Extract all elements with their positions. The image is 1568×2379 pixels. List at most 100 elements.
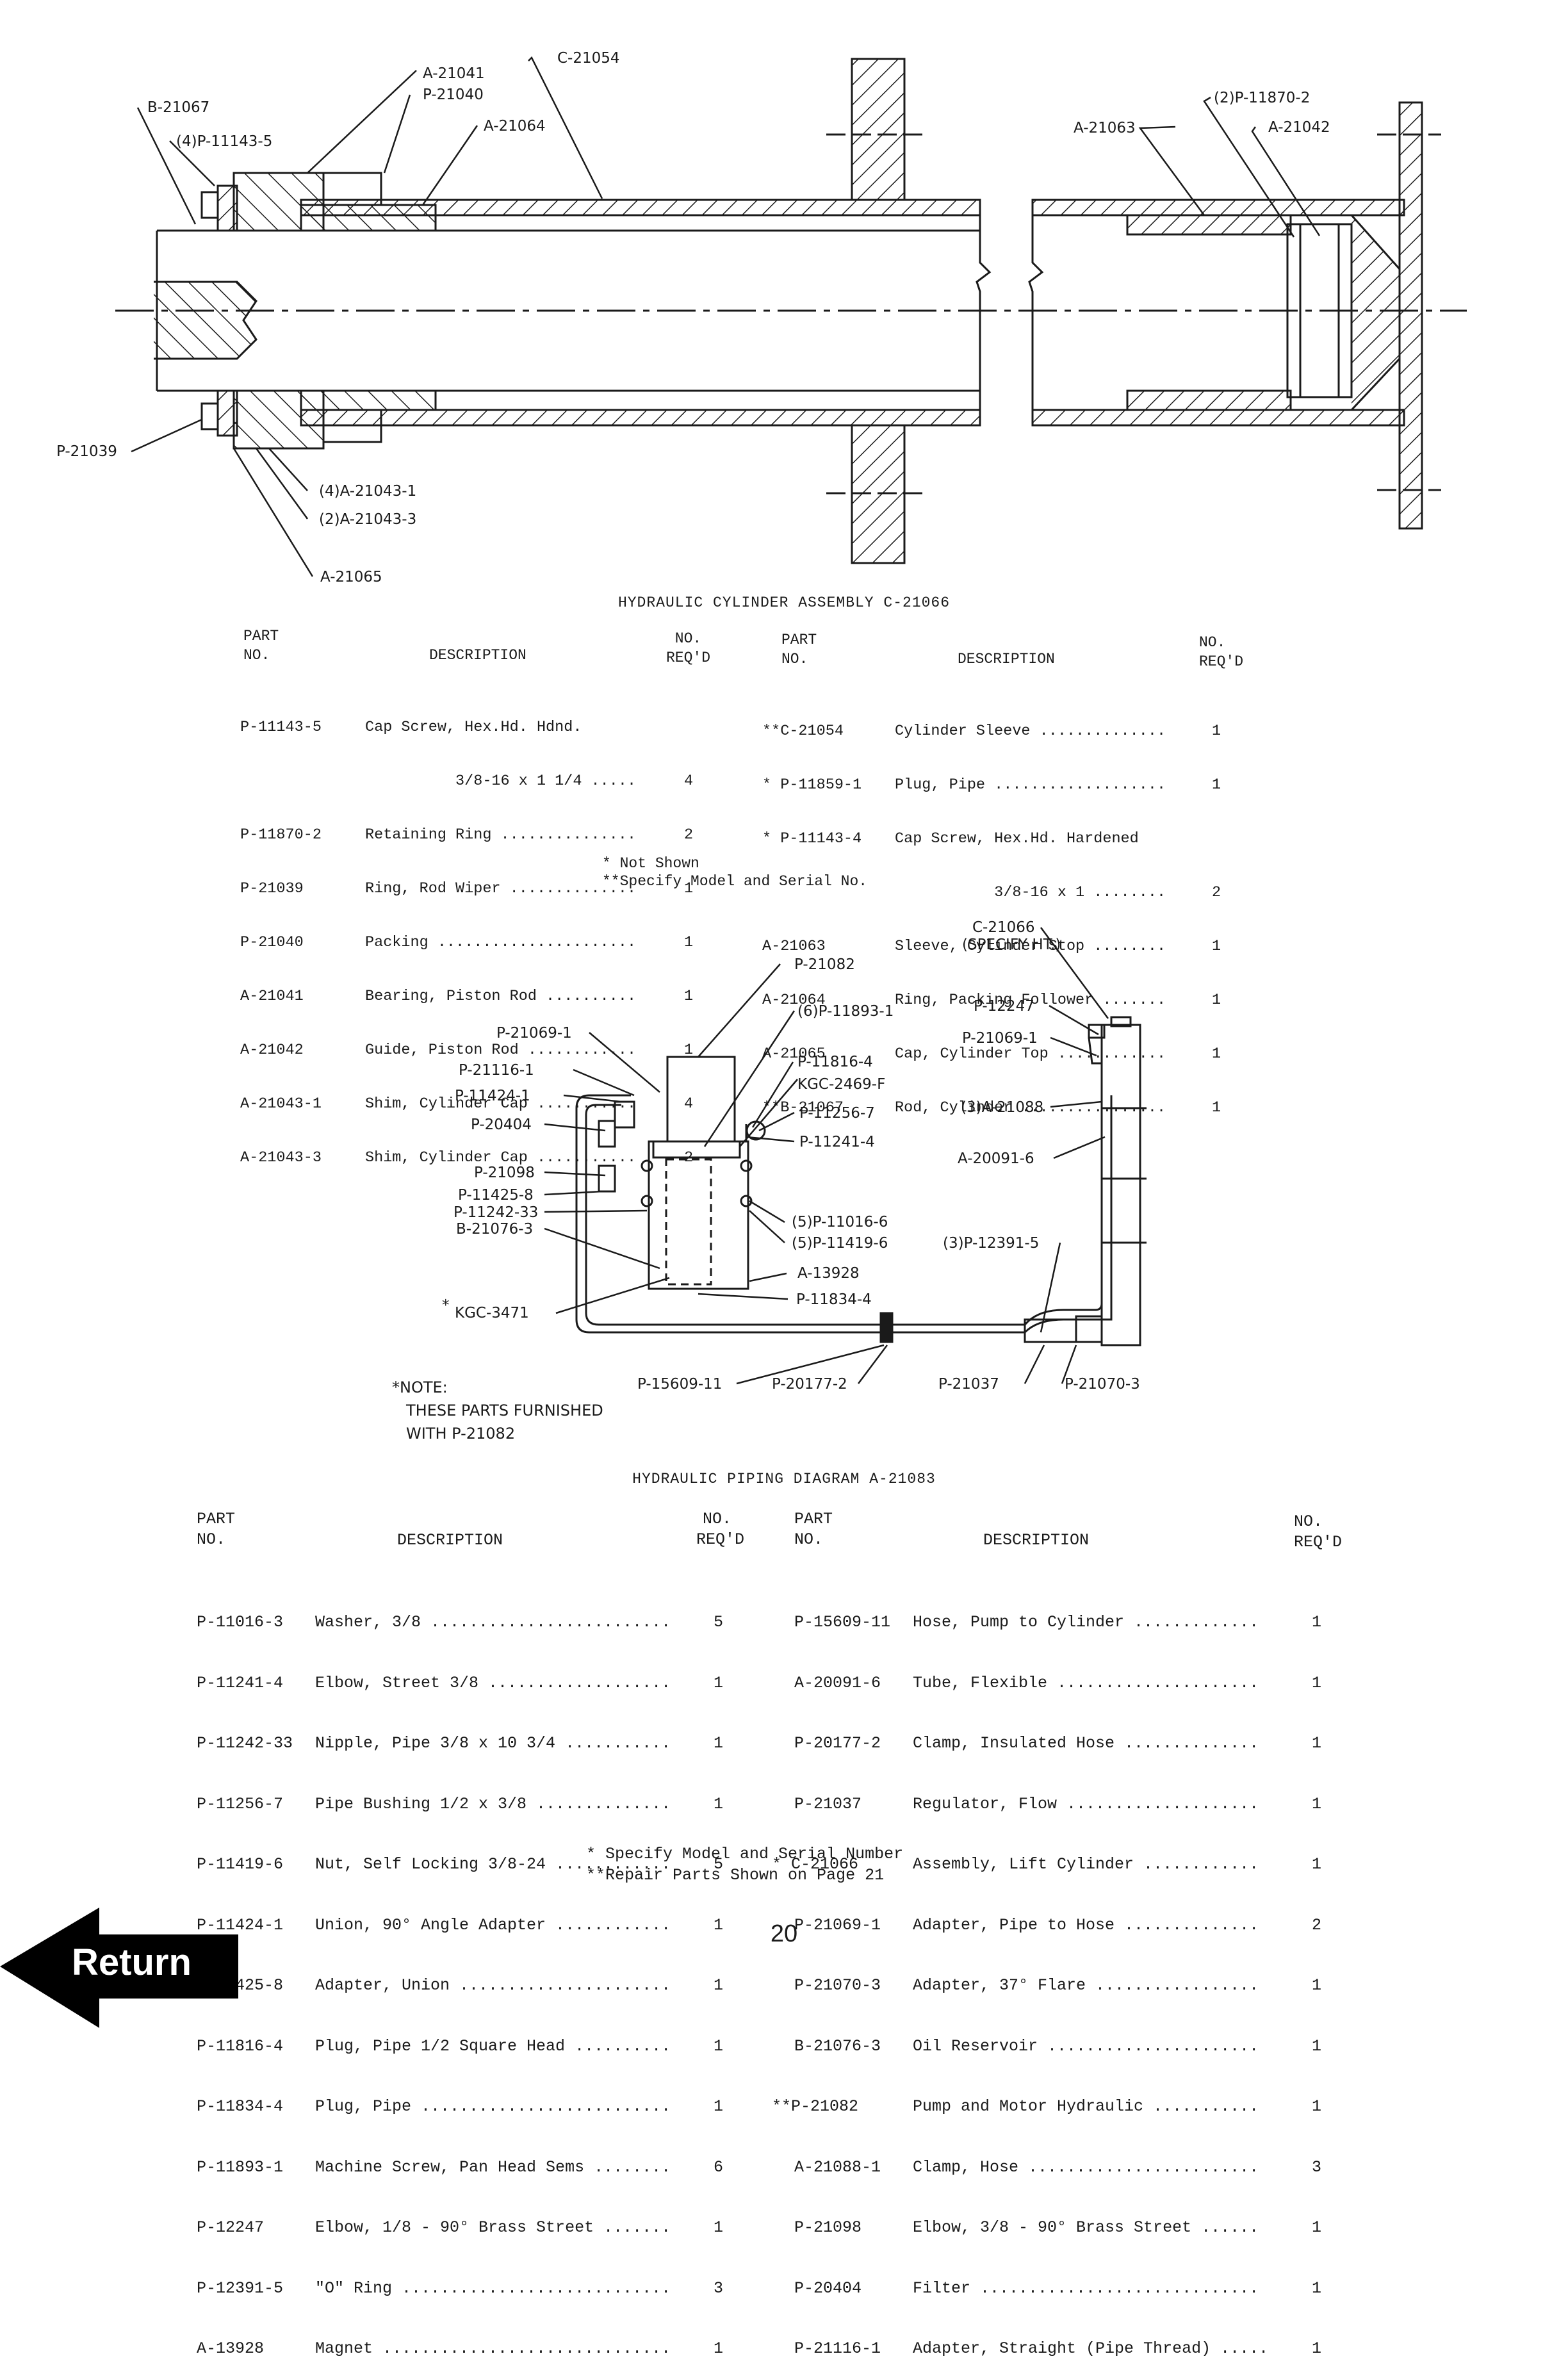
part-number: * P-11859-1 bbox=[762, 776, 862, 794]
part-description: Plug, Pipe 1/2 Square Head .......... bbox=[315, 2036, 671, 2056]
part-description: Nut, Self Locking 3/8-24 ............ bbox=[315, 1855, 671, 1874]
part-qty: 1 bbox=[1312, 2278, 1322, 2298]
table-row: P-12247 Elbow, 1/8 - 90° Brass Street ...… bbox=[197, 2218, 735, 2238]
callout-p21069-1-a: P-21069-1 bbox=[496, 1025, 572, 1042]
callout-p12247: P-12247 bbox=[974, 998, 1034, 1015]
part-description: Adapter, 37° Flare ................. bbox=[913, 1976, 1259, 1995]
callout-a21088: (3)A-21088 bbox=[961, 1099, 1043, 1116]
part-description: Nipple, Pipe 3/8 x 10 3/4 ........... bbox=[315, 1734, 671, 1753]
part-number: A-21065 bbox=[762, 1045, 826, 1063]
piping-diagram-drawing: C-21066 (SPECIFY HT.) P-21082 (6)P-11893… bbox=[442, 919, 1147, 1393]
table-row: 3/8-16 x 1 1/4 .....4 bbox=[240, 773, 701, 790]
callout-p11893-1: (6)P-11893-1 bbox=[797, 1003, 894, 1020]
note-heading: *NOTE: bbox=[392, 1378, 448, 1396]
footnote-not-shown: * Not Shown bbox=[602, 855, 699, 872]
part-qty: 1 bbox=[1312, 2218, 1322, 2237]
page-number: 20 bbox=[770, 1920, 798, 1947]
part-qty: 1 bbox=[714, 2036, 724, 2056]
header-qty-label: NO. bbox=[1294, 1512, 1323, 1531]
part-number: P-21039 bbox=[240, 880, 304, 897]
part-number: P-21040 bbox=[240, 934, 304, 951]
part-number: P-21098 bbox=[794, 2218, 862, 2237]
header-part-label: PART bbox=[794, 1510, 833, 1528]
callout-p21069-1-b: P-21069-1 bbox=[962, 1030, 1038, 1047]
callout-p11256-7: P-11256-7 bbox=[799, 1105, 875, 1122]
part-description: Elbow, 1/8 - 90° Brass Street ....... bbox=[315, 2218, 671, 2237]
part-description: Cap Screw, Hex.Hd. Hardened bbox=[895, 830, 1139, 847]
footnote-specify-model: * Specify Model and Serial Number bbox=[586, 1845, 904, 1863]
part-qty: 4 bbox=[684, 1095, 694, 1113]
part-number: P-11419-6 bbox=[197, 1855, 284, 1874]
part-number: **C-21054 bbox=[762, 723, 844, 740]
callout-p11242-33: P-11242-33 bbox=[453, 1204, 538, 1221]
callout-p20404: P-20404 bbox=[471, 1116, 532, 1133]
part-description: Union, 90° Angle Adapter ............ bbox=[315, 1915, 671, 1934]
part-description: Clamp, Hose ........................ bbox=[913, 2157, 1259, 2177]
callout-c21054: C-21054 bbox=[557, 50, 620, 67]
part-description: Bearing, Piston Rod .......... bbox=[365, 988, 637, 1005]
part-description: Pipe Bushing 1/2 x 3/8 .............. bbox=[315, 1794, 671, 1813]
part-description: Hose, Pump to Cylinder ............. bbox=[913, 1613, 1259, 1631]
cylinder-assembly-title: HYDRAULIC CYLINDER ASSEMBLY C-21066 bbox=[617, 594, 951, 611]
callout-p11424-1: P-11424-1 bbox=[455, 1088, 530, 1104]
part-number: P-11870-2 bbox=[240, 826, 322, 844]
part-qty: 1 bbox=[1312, 1734, 1322, 1753]
part-number: A-20091-6 bbox=[794, 1673, 881, 1692]
header-reqd-label: REQ'D bbox=[666, 650, 711, 666]
header-qty-label: NO. bbox=[674, 630, 702, 647]
part-number: A-21088-1 bbox=[794, 2157, 881, 2177]
cylinder-assembly-drawing: C-21054 A-21041 P-21040 B-21067 (4)P-111… bbox=[56, 50, 1467, 585]
return-label: Return bbox=[72, 1942, 192, 1983]
part-description: Ring, Rod Wiper .............. bbox=[365, 880, 637, 897]
part-number: P-21069-1 bbox=[794, 1915, 881, 1934]
part-description: Elbow, 3/8 - 90° Brass Street ...... bbox=[913, 2218, 1259, 2237]
header-no-label: NO. bbox=[794, 1530, 824, 1549]
pipe-left-header-desc: DESCRIPTION bbox=[397, 1531, 503, 1549]
part-description: Adapter, Pipe to Hose .............. bbox=[913, 1915, 1259, 1934]
return-button[interactable]: Return bbox=[0, 1908, 240, 2032]
part-qty: 1 bbox=[1212, 1099, 1221, 1116]
part-number: P-12247 bbox=[197, 2218, 265, 2237]
callout-p11425-8: P-11425-8 bbox=[458, 1187, 534, 1204]
part-qty: 1 bbox=[1312, 1976, 1322, 1995]
callout-p21116-1: P-21116-1 bbox=[459, 1062, 534, 1079]
part-description: Plug, Pipe ................... bbox=[895, 776, 1166, 794]
part-qty: 1 bbox=[1312, 1673, 1322, 1692]
callout-c21066: C-21066 bbox=[972, 919, 1035, 936]
callout-a21041: A-21041 bbox=[423, 65, 485, 82]
part-number: A-13928 bbox=[197, 2339, 265, 2358]
part-description: Retaining Ring ............... bbox=[365, 826, 637, 844]
callout-a13928: A-13928 bbox=[797, 1265, 860, 1282]
part-description: 3/8-16 x 1 1/4 ..... bbox=[365, 773, 637, 790]
note-line-2: WITH P-21082 bbox=[406, 1425, 516, 1443]
header-part-label: PART bbox=[781, 632, 817, 648]
part-description: Ring, Packing Follower ....... bbox=[895, 992, 1166, 1009]
part-description: Washer, 3/8 ......................... bbox=[315, 1613, 671, 1631]
part-qty: 1 bbox=[684, 988, 694, 1005]
part-description: Elbow, Street 3/8 ................... bbox=[315, 1673, 671, 1692]
callout-a20091-6: A-20091-6 bbox=[958, 1150, 1034, 1167]
part-description: Shim, Cylinder Cap ........... bbox=[365, 1095, 637, 1113]
pipe-left-header-qty: NO. REQ'D bbox=[696, 1509, 744, 1550]
part-qty: 1 bbox=[714, 1734, 724, 1753]
